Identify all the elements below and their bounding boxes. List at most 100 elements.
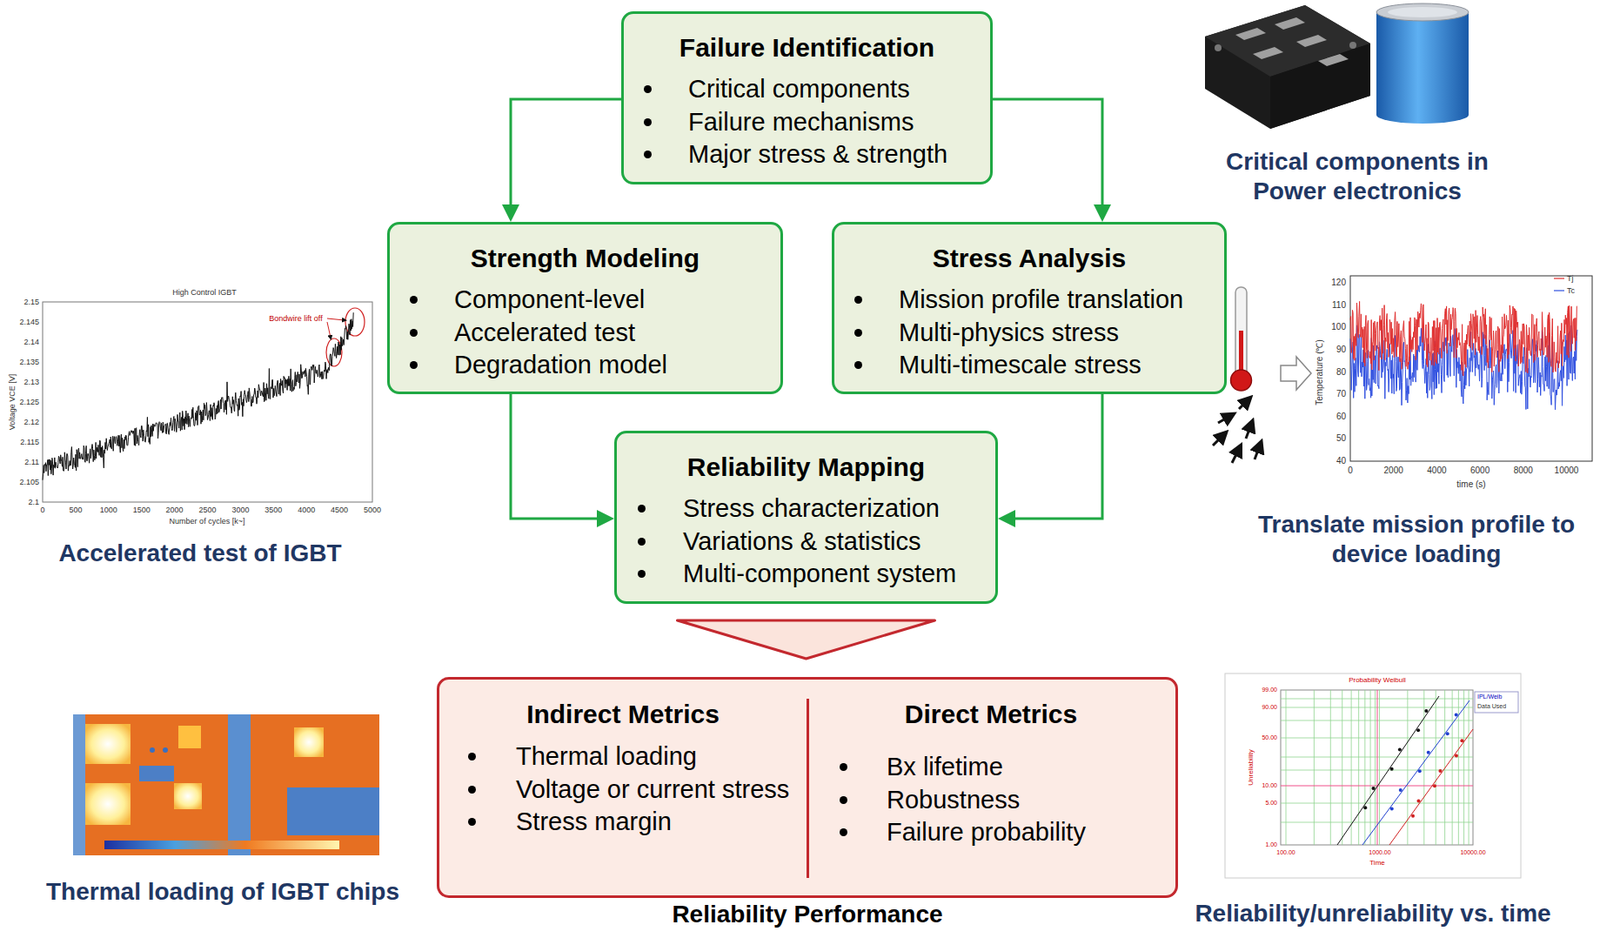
arrow-head bbox=[502, 204, 520, 222]
bullet-text: Thermal loading bbox=[515, 742, 697, 770]
bullet-text: Multi-physics stress bbox=[898, 318, 1119, 347]
bullet-text: Major stress & strength bbox=[688, 140, 948, 168]
data-point bbox=[1398, 748, 1402, 752]
chart-frame bbox=[1350, 275, 1593, 462]
bullet-text: Accelerated test bbox=[454, 318, 636, 347]
bullet-dot bbox=[409, 361, 418, 369]
thermometer bbox=[1231, 287, 1252, 391]
bullet-dot bbox=[839, 763, 848, 771]
figure-caption: Translate mission profile to device load… bbox=[1255, 509, 1578, 569]
connector bbox=[677, 620, 936, 659]
grid-line bbox=[1435, 689, 1437, 845]
tick-label: 10.00 bbox=[1261, 782, 1278, 790]
bullet-text: Bx lifetime bbox=[886, 752, 1004, 781]
tick-label: 5.00 bbox=[1265, 799, 1278, 807]
heat-arrows bbox=[1212, 400, 1260, 463]
figure-caption: Thermal loading of IGBT chips bbox=[46, 876, 400, 907]
data-point bbox=[1432, 783, 1437, 788]
bullet-dot bbox=[643, 150, 652, 159]
tick-label: 99.00 bbox=[1261, 686, 1278, 694]
leader-line bbox=[327, 318, 345, 321]
grid-line bbox=[1330, 689, 1332, 845]
bullet-text: Degradation model bbox=[454, 350, 668, 379]
bullet-text: Mission profile translation bbox=[898, 285, 1184, 314]
box-heading: Failure Identification bbox=[679, 33, 935, 62]
tick-label: 1000 bbox=[100, 505, 118, 516]
bullet-item: Stress margin bbox=[439, 805, 807, 839]
tick-label: 2500 bbox=[198, 505, 216, 516]
bullet-dot bbox=[637, 504, 646, 513]
tick-label: 70 bbox=[1336, 388, 1346, 400]
grid-line bbox=[1423, 689, 1425, 845]
tick-label: 2.1 bbox=[27, 497, 40, 508]
axis-title: Number of cycles [k~] bbox=[169, 516, 246, 527]
data-point bbox=[1446, 731, 1450, 736]
heading-wrap: Indirect Metrics bbox=[439, 695, 807, 734]
legend-text: Tj bbox=[1566, 274, 1574, 284]
tick-label: 2.13 bbox=[23, 377, 40, 388]
tick-label: 2.14 bbox=[23, 337, 40, 348]
data-point bbox=[1416, 728, 1420, 732]
tick-label: 90.00 bbox=[1261, 703, 1278, 711]
tick-label: 120 bbox=[1331, 277, 1346, 288]
tick-label: 4500 bbox=[330, 505, 349, 516]
data-point bbox=[1424, 709, 1428, 713]
figure-caption: Accelerated test of IGBT bbox=[58, 538, 342, 569]
legend-box bbox=[1474, 691, 1519, 713]
grid-line bbox=[1468, 689, 1470, 845]
bullet-item: Degradation model bbox=[389, 348, 781, 382]
bullet-dot bbox=[839, 796, 848, 804]
grid-line bbox=[1463, 689, 1465, 845]
bullet-text: Multi-component system bbox=[682, 559, 957, 588]
tick-label: 110 bbox=[1332, 300, 1346, 311]
connector bbox=[510, 394, 615, 528]
data-point bbox=[1363, 805, 1367, 810]
tick-label: 0 bbox=[40, 505, 45, 516]
tick-label: 6000 bbox=[1470, 465, 1490, 476]
grid-line bbox=[1285, 689, 1287, 845]
connector bbox=[502, 99, 622, 222]
process-box: Stress AnalysisMission profile translati… bbox=[831, 221, 1227, 395]
tick-label: 3000 bbox=[231, 505, 249, 516]
fit-line bbox=[1362, 700, 1470, 845]
figure-caption: Critical components in Power electronics bbox=[1209, 147, 1506, 206]
bullet-item: Critical components bbox=[623, 73, 991, 107]
tick-label: 50.00 bbox=[1261, 734, 1278, 742]
grid-line bbox=[1452, 689, 1453, 845]
bullet-text: Multi-timescale stress bbox=[898, 350, 1142, 379]
heading-wrap: Failure Identification bbox=[623, 28, 991, 67]
bullet-dot bbox=[854, 295, 863, 304]
grid-line bbox=[1313, 689, 1315, 845]
bullet-dot bbox=[643, 85, 652, 94]
data-point bbox=[1411, 814, 1415, 818]
grid-line bbox=[1370, 689, 1372, 845]
tick-label: 8000 bbox=[1513, 465, 1534, 476]
process-box: Strength ModelingComponent-levelAccelera… bbox=[387, 221, 784, 395]
bullet-dot bbox=[643, 118, 652, 127]
bullet-item: Variations & statistics bbox=[616, 525, 996, 559]
bullet-item: Major stress & strength bbox=[623, 138, 991, 172]
tick-label: 2.125 bbox=[19, 397, 40, 408]
process-box: Failure IdentificationCritical component… bbox=[621, 11, 993, 185]
tick-label: 500 bbox=[68, 505, 82, 516]
metric-group: Direct MetricsBx lifetimeRobustnessFailu… bbox=[806, 679, 1176, 896]
process-box: Reliability MappingStress characterizati… bbox=[614, 430, 998, 604]
connector-line bbox=[510, 99, 622, 207]
tick-label: 2.135 bbox=[19, 357, 40, 368]
chart-title: High Control IGBT bbox=[172, 287, 237, 298]
connector bbox=[992, 99, 1112, 222]
bullet-dot bbox=[468, 817, 476, 826]
block-arrow bbox=[1280, 356, 1312, 390]
fit-line bbox=[1337, 696, 1440, 845]
data-point bbox=[1390, 807, 1394, 811]
capacitor bbox=[1376, 3, 1469, 124]
figure-caption: Reliability/unreliability vs. time bbox=[1194, 898, 1551, 929]
tick-label: 50 bbox=[1336, 433, 1346, 444]
data-point bbox=[1426, 750, 1431, 755]
plot-frame bbox=[1280, 689, 1473, 845]
data-point bbox=[1454, 754, 1459, 758]
axis-title: time (s) bbox=[1456, 479, 1486, 490]
connector-line bbox=[1013, 394, 1103, 519]
bullet-dot bbox=[637, 569, 646, 578]
